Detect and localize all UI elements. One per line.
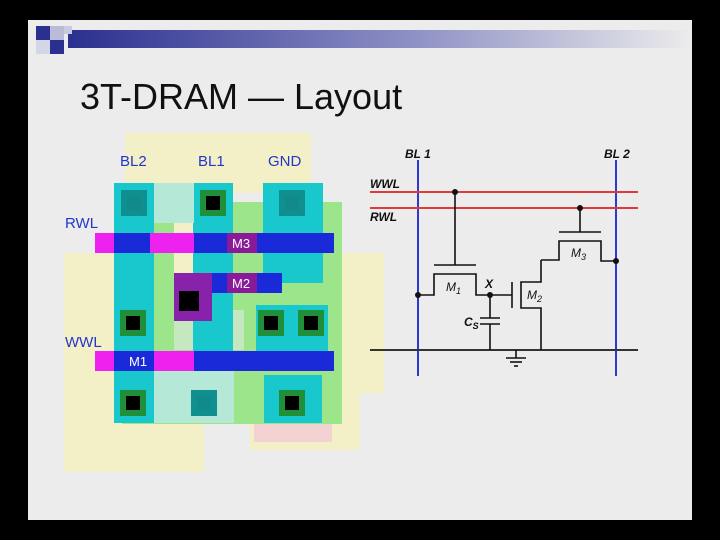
header-square xyxy=(36,26,50,40)
layout-label-gnd: GND xyxy=(268,153,302,170)
contact-inner xyxy=(126,316,140,330)
header-square xyxy=(64,26,72,34)
metal1-strip xyxy=(154,183,194,223)
contact-inner xyxy=(304,316,318,330)
schem-label-bl2: BL 2 xyxy=(604,147,630,161)
layout-label-rwl: RWL xyxy=(65,215,98,232)
schematic: BL 1 BL 2 WWL RWL M1 M2 M3 X CS xyxy=(370,147,638,376)
slide: 3T-DRAM — Layout xyxy=(28,20,692,520)
contact-inner xyxy=(264,316,278,330)
contact-node xyxy=(179,291,199,311)
header-square xyxy=(50,40,64,54)
m3-label-box xyxy=(227,233,257,253)
layout-label-m3: M3 xyxy=(232,236,250,251)
metal2-rwl-pink xyxy=(150,233,194,253)
metal1-strip xyxy=(114,183,154,423)
layout-label-m2: M2 xyxy=(232,276,250,291)
metal2-wwl-pink xyxy=(154,351,194,371)
layout-label-bl2: BL2 xyxy=(120,153,147,170)
junction-dot xyxy=(613,258,619,264)
schem-label-cs: CS xyxy=(464,315,479,331)
schem-label-bl1: BL 1 xyxy=(405,147,431,161)
contact-inner xyxy=(126,396,140,410)
contact-inner xyxy=(197,396,211,410)
schem-label-m1: M1 xyxy=(446,280,461,296)
m2-label-box xyxy=(227,273,257,293)
m1-label-box xyxy=(124,351,154,371)
header-square xyxy=(36,40,50,54)
contact-inner xyxy=(285,196,299,210)
schem-label-x: X xyxy=(484,277,494,291)
layout-label-m1: M1 xyxy=(129,354,147,369)
schem-label-m2: M2 xyxy=(527,288,542,304)
schem-label-wwl: WWL xyxy=(370,177,400,191)
header-square xyxy=(50,26,64,40)
layout-drawing: BL2 BL1 GND RWL WWL M3 M2 M1 xyxy=(64,133,384,472)
junction-dot xyxy=(487,292,493,298)
header-gradient-bar xyxy=(68,30,692,48)
schem-label-m3: M3 xyxy=(571,246,586,262)
junction-dot xyxy=(415,292,421,298)
layout-label-wwl: WWL xyxy=(65,334,102,351)
contact-inner xyxy=(285,396,299,410)
slide-title: 3T-DRAM — Layout xyxy=(80,76,403,117)
contact-inner xyxy=(206,196,220,210)
junction-dot xyxy=(577,205,583,211)
schem-label-rwl: RWL xyxy=(370,210,397,224)
contact-inner xyxy=(127,196,141,210)
layout-label-bl1: BL1 xyxy=(198,153,225,170)
junction-dot xyxy=(452,189,458,195)
header-decoration xyxy=(36,26,692,54)
